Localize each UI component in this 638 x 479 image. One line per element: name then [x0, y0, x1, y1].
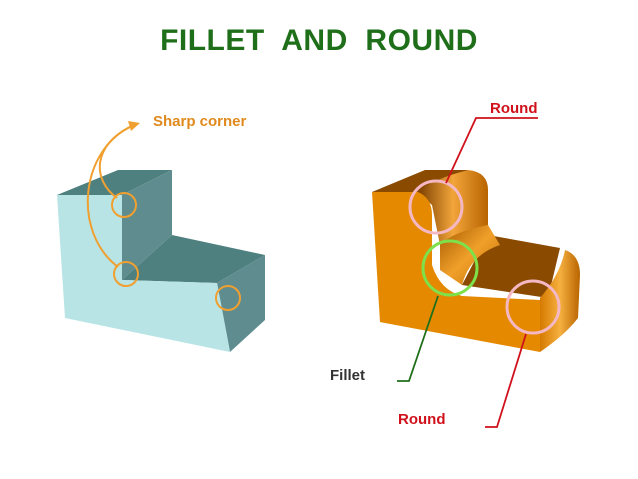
- sharp-corner-marker-top: [111, 192, 137, 218]
- fillet-marker: [421, 239, 479, 297]
- fillet-leader: [397, 295, 439, 382]
- sharp-corner-label: Sharp corner: [153, 113, 247, 130]
- sharp-corner-marker-inner: [113, 261, 139, 287]
- round-top-leader: [445, 117, 538, 184]
- sharp-corner-marker-right: [215, 285, 241, 311]
- round-marker-top: [408, 179, 464, 235]
- part-front-face: [372, 192, 540, 352]
- block-lower-top-face: [122, 235, 265, 283]
- part-upper-top-face: [372, 170, 468, 192]
- sharp-corner-block: [57, 121, 265, 352]
- filleted-part: [372, 170, 580, 352]
- round-top-label: Round: [490, 100, 538, 117]
- round-marker-side: [505, 279, 561, 335]
- part-round-top-edge: [418, 170, 488, 245]
- block-front-face: [57, 195, 230, 352]
- page-title: FILLET AND ROUND: [160, 24, 478, 57]
- arrow-head-icon: [128, 121, 140, 131]
- block-side-face: [217, 255, 265, 352]
- round-bottom-label: Round: [398, 411, 446, 428]
- round-bottom-leader: [485, 333, 527, 428]
- sharp-corner-arrow-2: [86, 125, 133, 268]
- fillet-label: Fillet: [330, 367, 366, 384]
- block-upper-top-face: [57, 170, 172, 195]
